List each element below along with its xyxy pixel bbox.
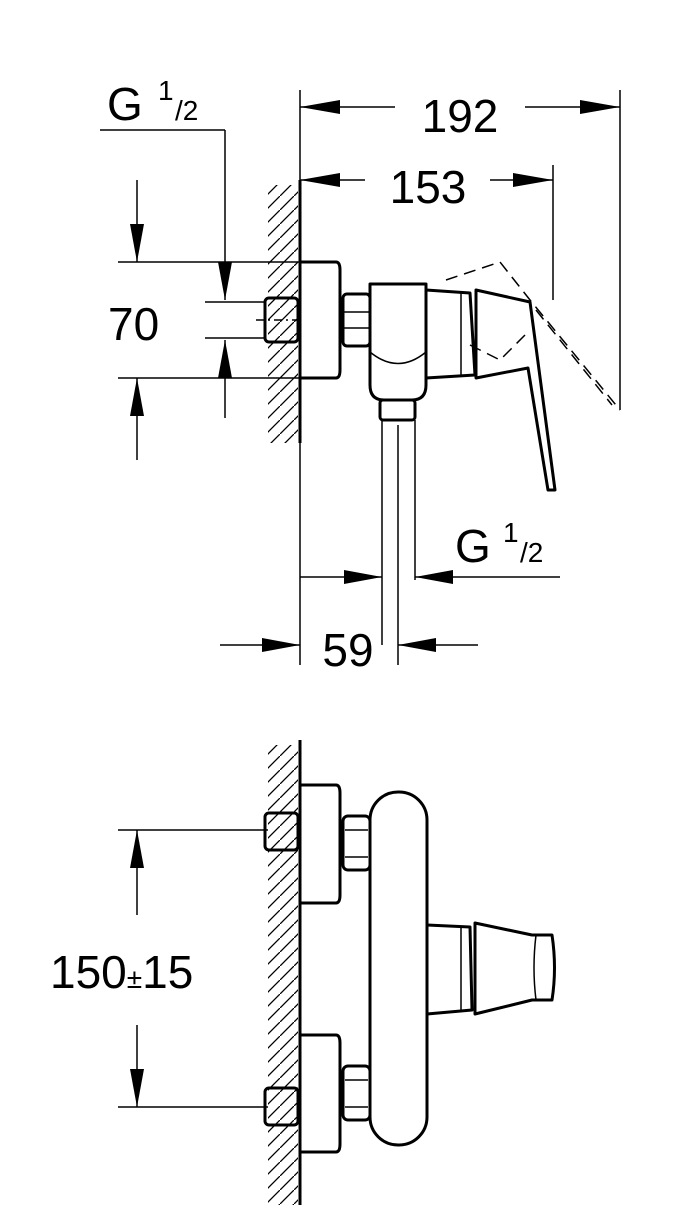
thread-num: 1 [158,75,174,106]
cartridge [425,288,477,380]
dim-label-59: 59 [322,624,373,676]
faucet-side [256,260,621,665]
thread-outlet-label: G 1 /2 [299,443,560,665]
dimension-153: 153 [300,161,554,300]
hex-nut [341,292,372,348]
thread-den: /2 [175,95,198,126]
lever [473,921,556,1016]
dimension-70: 70 [108,180,300,460]
thread-g: G [455,520,491,572]
flange-top [300,783,342,905]
mixer-body [368,790,429,1147]
thread-den: /2 [520,537,543,568]
dimension-59: 59 [220,624,478,676]
lever [474,288,557,492]
thread-g: G [107,78,143,130]
faucet-front [263,783,556,1154]
dimension-192: 192 [299,90,621,410]
dim-label-192: 192 [422,90,499,142]
outlet-nut [378,398,417,422]
hex-nut-top [341,814,372,872]
connector-nut-top [263,811,300,852]
flange-bottom [300,1033,342,1154]
dimension-150: 150±15 [50,829,268,1108]
hex-nut-bottom [341,1064,372,1122]
dim-label-70: 70 [108,298,159,350]
cartridge [426,923,474,1016]
wall-hatch [268,745,298,1205]
lever-raised-outline [445,261,621,411]
wall-hatch [268,185,298,443]
thread-num: 1 [503,517,519,548]
mixer-body [368,282,428,402]
flange [300,260,342,380]
thread-inlet-label: G 1 /2 [100,75,265,418]
dim-label-153: 153 [390,161,467,213]
dim-label-150: 150±15 [50,946,193,998]
side-view: 192 153 G 1 /2 [100,75,621,676]
front-view: 150±15 [50,740,556,1205]
